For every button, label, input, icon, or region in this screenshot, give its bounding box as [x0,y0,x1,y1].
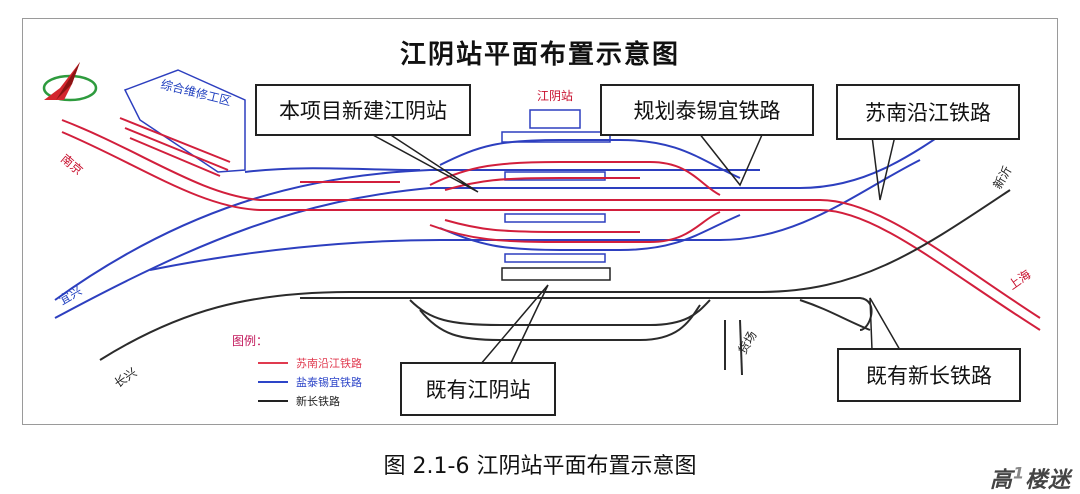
callout-existing-station: 既有江阴站 [400,362,556,416]
callout-xinchang: 既有新长铁路 [837,348,1021,402]
taixiyi-railway-tracks [54,94,1001,319]
callout-sunan: 苏南沿江铁路 [836,84,1020,140]
legend-label: 盐泰锡宜铁路 [296,376,362,389]
freight-yard-label: 货场 [735,328,760,356]
legend-swatch-black [258,400,288,402]
legend-swatch-blue [258,381,288,383]
page-title: 江阴站平面布置示意图 [399,40,680,70]
figure-caption: 图 2.1-6 江阴站平面布置示意图 [383,454,697,479]
xinchang-railway-tracks [99,189,1011,376]
legend-item-xinchang: 新长铁路 [258,393,340,409]
legend-item-sunan: 苏南沿江铁路 [258,355,362,371]
callout-leaders [359,127,901,366]
changxing-label: 长兴 [112,365,140,390]
nanjing-label: 南京 [58,151,86,178]
watermark-logo: 高1楼迷 [990,463,1072,493]
sunan-railway-tracks [61,117,1041,331]
callout-new-station: 本项目新建江阴站 [255,84,471,136]
depot-area-outline [123,69,246,173]
xinyi-label: 新沂 [990,163,1015,191]
new-station-platforms [501,109,611,263]
legend-label: 苏南沿江铁路 [296,357,362,370]
legend-item-taixiyi: 盐泰锡宜铁路 [258,374,362,390]
existing-station-platform [501,267,611,281]
shanghai-label: 上海 [1005,266,1033,292]
depot-label: 综合维修工区 [159,76,233,108]
legend-label: 新长铁路 [296,395,340,408]
callout-taixiyi: 规划泰锡宜铁路 [600,84,814,136]
station-name-label: 江阴站 [537,89,573,103]
north-arrow-icon [42,62,98,102]
legend-title: 图例： [232,334,269,348]
legend-swatch-red [258,362,288,364]
